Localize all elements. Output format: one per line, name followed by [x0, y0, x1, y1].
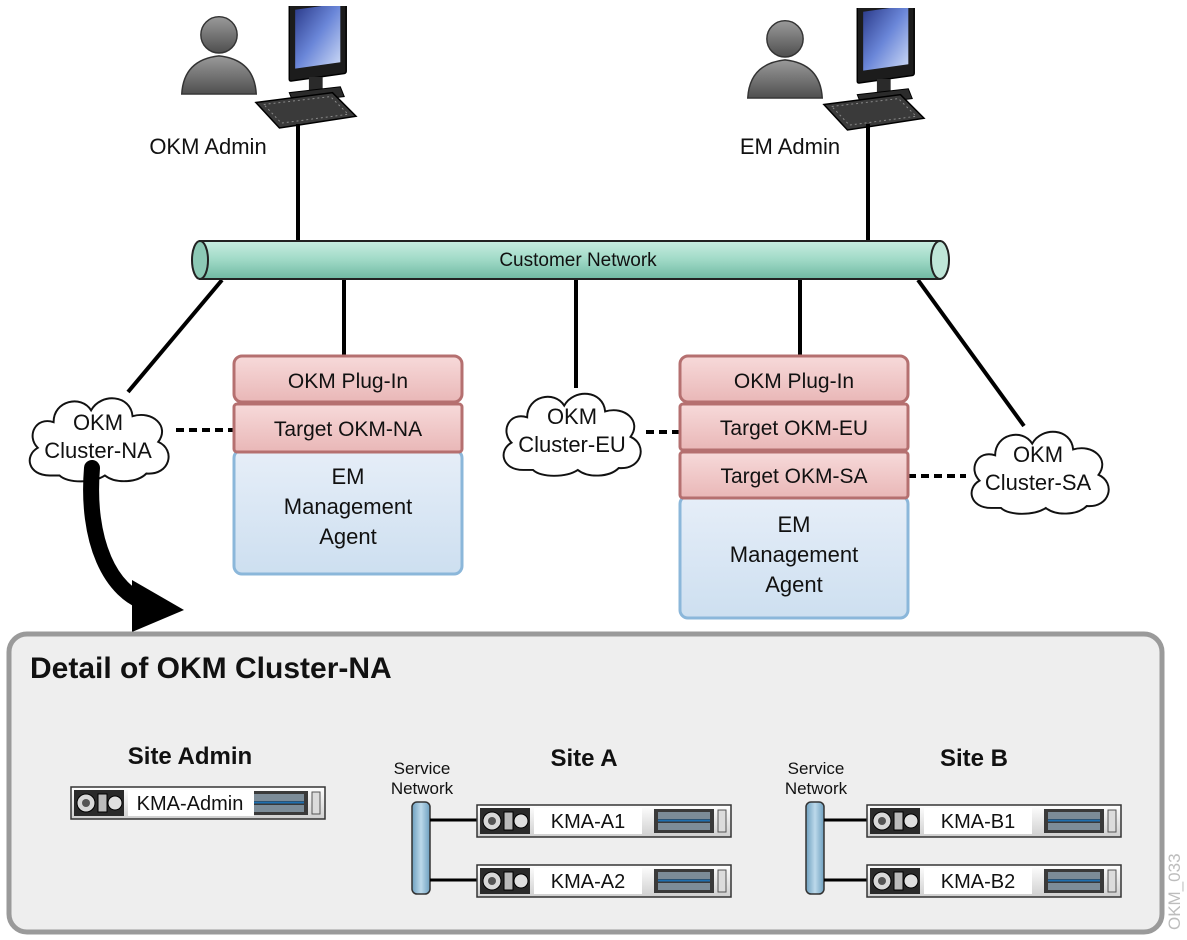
computer-icon [255, 6, 357, 129]
kma-admin-label: KMA-Admin [137, 793, 244, 815]
kma-a2-server: KMA-A2 [476, 864, 732, 898]
site-admin-title: Site Admin [128, 743, 252, 770]
arrowhead-icon [132, 580, 184, 632]
kma-b1-server: KMA-B1 [866, 804, 1122, 838]
kma-b2-label: KMA-B2 [941, 871, 1015, 893]
site-b-service-network-2: Network [785, 779, 848, 798]
em-admin-label: EM Admin [740, 134, 840, 159]
customer-network-label: Customer Network [499, 250, 657, 271]
site-b-service-network-1: Service [788, 759, 845, 778]
cluster-na-link [126, 278, 224, 394]
cluster-sa-link [916, 278, 1026, 428]
customer-network: Customer Network [191, 240, 950, 280]
target-eu-label: Target OKM-EU [720, 417, 868, 440]
okm-admin-user: OKM Admin [149, 6, 357, 159]
cluster-na-label-1: OKM [73, 410, 123, 435]
agent-label-2: Management [284, 494, 412, 519]
cluster-eu-label-2: Cluster-EU [518, 432, 626, 457]
person-icon [181, 15, 257, 95]
agent-label-2: Management [730, 542, 858, 567]
target-box [678, 450, 910, 500]
plugin-box [678, 354, 910, 404]
kma-a1-label: KMA-A1 [551, 811, 625, 833]
kma-a2-label: KMA-A2 [551, 871, 625, 893]
cluster-na-cloud: OKM Cluster-NA [28, 397, 170, 483]
site-a-service-network-1: Service [394, 759, 451, 778]
person-icon [747, 19, 823, 99]
kma-admin-server: KMA-Admin [70, 786, 326, 820]
em-agent-left: OKM Plug-In Target OKM-NA EM Management … [232, 354, 464, 576]
cluster-na-label-2: Cluster-NA [44, 438, 152, 463]
target-box [678, 402, 910, 452]
site-b-title: Site B [940, 745, 1008, 772]
agent-label-3: Agent [319, 524, 377, 549]
kma-b2-server: KMA-B2 [866, 864, 1122, 898]
em-admin-user: EM Admin [740, 8, 925, 159]
figure-id-label: OKM_033 [1165, 853, 1184, 930]
agent-label-1: EM [778, 512, 811, 537]
detail-arrow [83, 460, 184, 632]
plugin-label: OKM Plug-In [734, 370, 854, 393]
agent-label-3: Agent [765, 572, 823, 597]
detail-panel: Detail of OKM Cluster-NA Site Admin KMA-… [6, 631, 1165, 935]
kma-a1-server: KMA-A1 [476, 804, 732, 838]
site-a-service-network-2: Network [391, 779, 454, 798]
target-sa-label: Target OKM-SA [720, 465, 867, 488]
okm-admin-label: OKM Admin [149, 134, 266, 159]
cluster-sa-label-2: Cluster-SA [985, 470, 1092, 495]
target-na-label: Target OKM-NA [274, 418, 422, 441]
kma-b1-label: KMA-B1 [941, 811, 1015, 833]
target-box [232, 402, 464, 454]
computer-icon [823, 8, 925, 131]
plugin-box [232, 354, 464, 404]
plugin-label: OKM Plug-In [288, 370, 408, 393]
em-agent-right: OKM Plug-In Target OKM-EU Target OKM-SA … [678, 354, 910, 620]
site-b-service-pipe [805, 801, 825, 895]
site-a-service-pipe [411, 801, 431, 895]
cluster-sa-label-1: OKM [1013, 442, 1063, 467]
detail-title: Detail of OKM Cluster-NA [30, 652, 392, 685]
site-a-title: Site A [550, 745, 617, 772]
agent-label-1: EM [332, 464, 365, 489]
cluster-eu-cloud: OKM Cluster-EU [502, 392, 642, 477]
cluster-eu-label-1: OKM [547, 404, 597, 429]
cluster-sa-cloud: OKM Cluster-SA [970, 430, 1110, 515]
